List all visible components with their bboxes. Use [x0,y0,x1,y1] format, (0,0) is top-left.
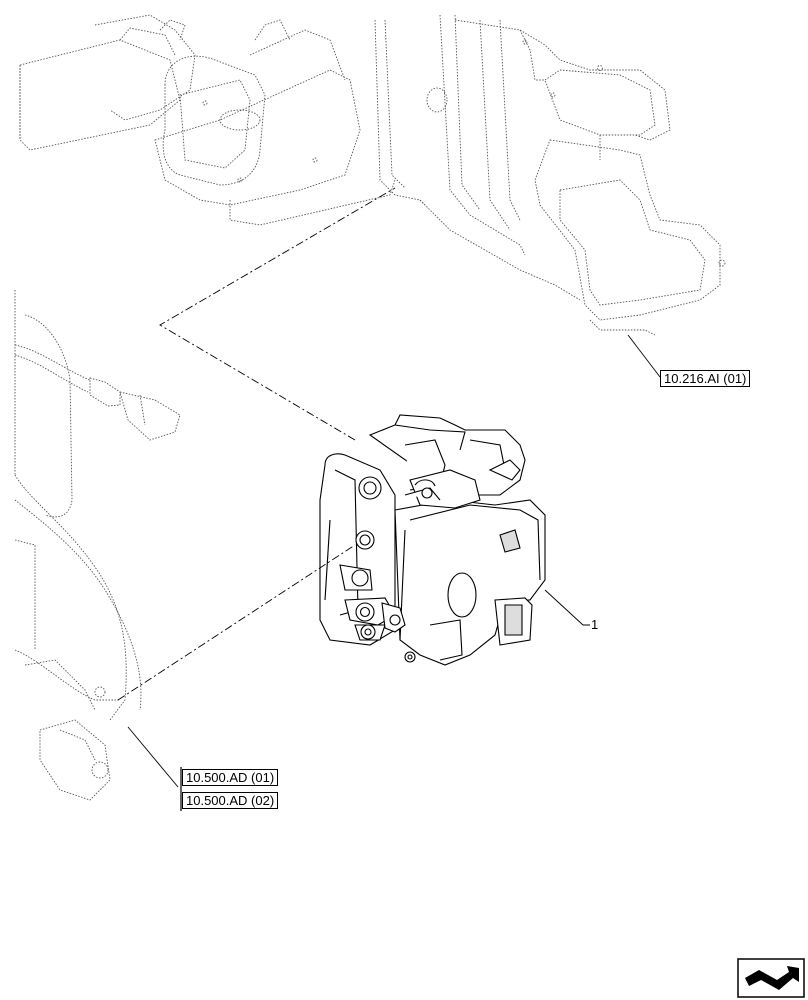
leader-ref-10-216 [627,334,661,378]
ref-label-10-500-ad-01[interactable]: 10.500.AD (01) [182,769,279,786]
callout-1: 1 [591,617,599,632]
frame-assembly [19,14,726,336]
ref-label-10-216-ai-01[interactable]: 10.216.AI (01) [660,370,751,387]
page-turn-arrow-icon[interactable] [737,958,805,998]
leader-ref-10-500 [127,726,179,788]
leader-callout-1 [544,589,590,626]
valve-assembly [319,414,546,666]
leader-lines [117,187,661,811]
ref-label-10-500-ad-02[interactable]: 10.500.AD (02) [182,792,279,809]
leader-harness-to-part [117,544,356,701]
leader-part-to-frame [159,187,396,441]
harness-frame [14,290,181,801]
